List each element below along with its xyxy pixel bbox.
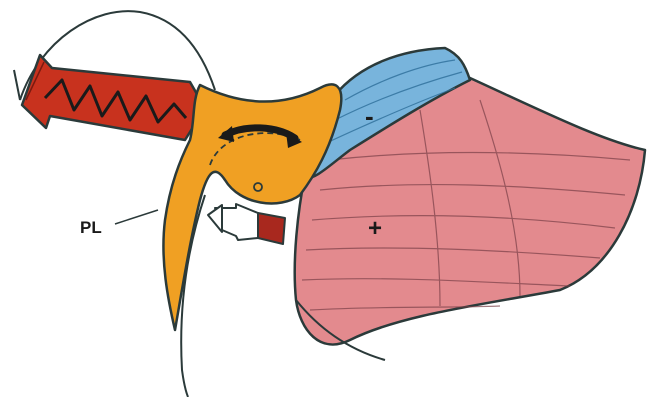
left-tick-line bbox=[14, 70, 20, 100]
pl-leader-line bbox=[115, 210, 158, 224]
minus-sign: - bbox=[365, 101, 374, 131]
white-red-rotation-arrow-icon bbox=[208, 204, 285, 244]
red-tendon-arrow bbox=[22, 55, 205, 140]
pl-label: PL bbox=[80, 218, 102, 237]
plus-sign: + bbox=[368, 215, 382, 242]
